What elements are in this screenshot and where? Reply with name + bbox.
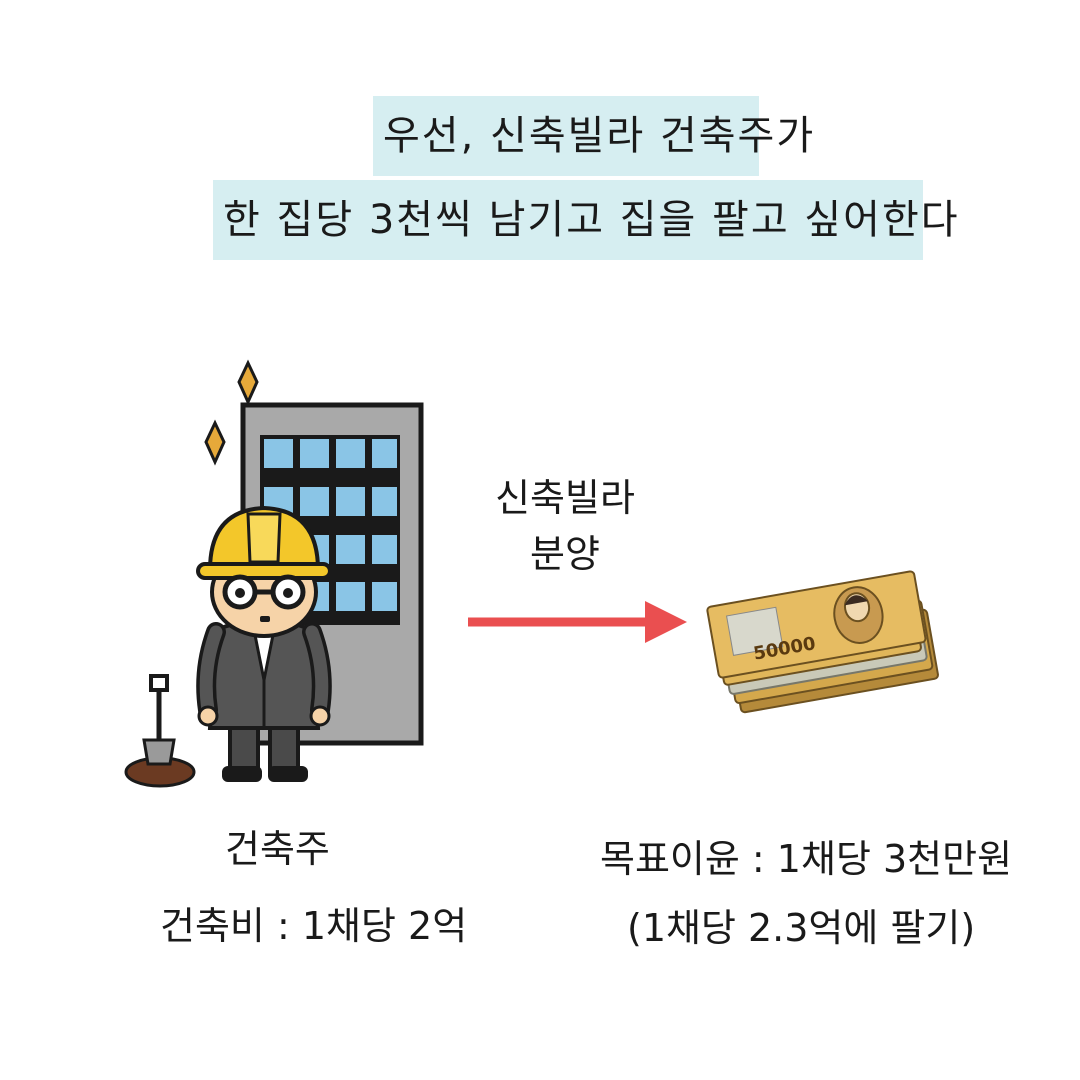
arrow-caption-line-2: 분양 xyxy=(530,532,600,576)
arrow-icon xyxy=(468,601,687,643)
sparkle-icon xyxy=(237,359,259,406)
heading-line-2: 한 집당 3천씩 남기고 집을 팔고 싶어한다 xyxy=(213,180,958,260)
target-price-label: (1채당 2.3억에 팔기) xyxy=(627,906,976,950)
heading-line-1: 우선, 신축빌라 건축주가 xyxy=(373,96,813,176)
target-profit-label: 목표이윤 : 1채당 3천만원 xyxy=(600,837,1013,881)
arrow-caption: 신축빌라 분양 xyxy=(470,470,660,582)
builder-cost-label: 건축비 : 1채당 2억 xyxy=(160,904,468,948)
builder-label: 건축주 xyxy=(225,827,330,871)
money-stack-illustration: 50000 xyxy=(706,570,939,714)
arrow-caption-line-1: 신축빌라 xyxy=(495,476,635,520)
shovel-icon xyxy=(124,674,196,788)
builder-character xyxy=(196,505,332,782)
sparkle-icon xyxy=(204,419,226,466)
